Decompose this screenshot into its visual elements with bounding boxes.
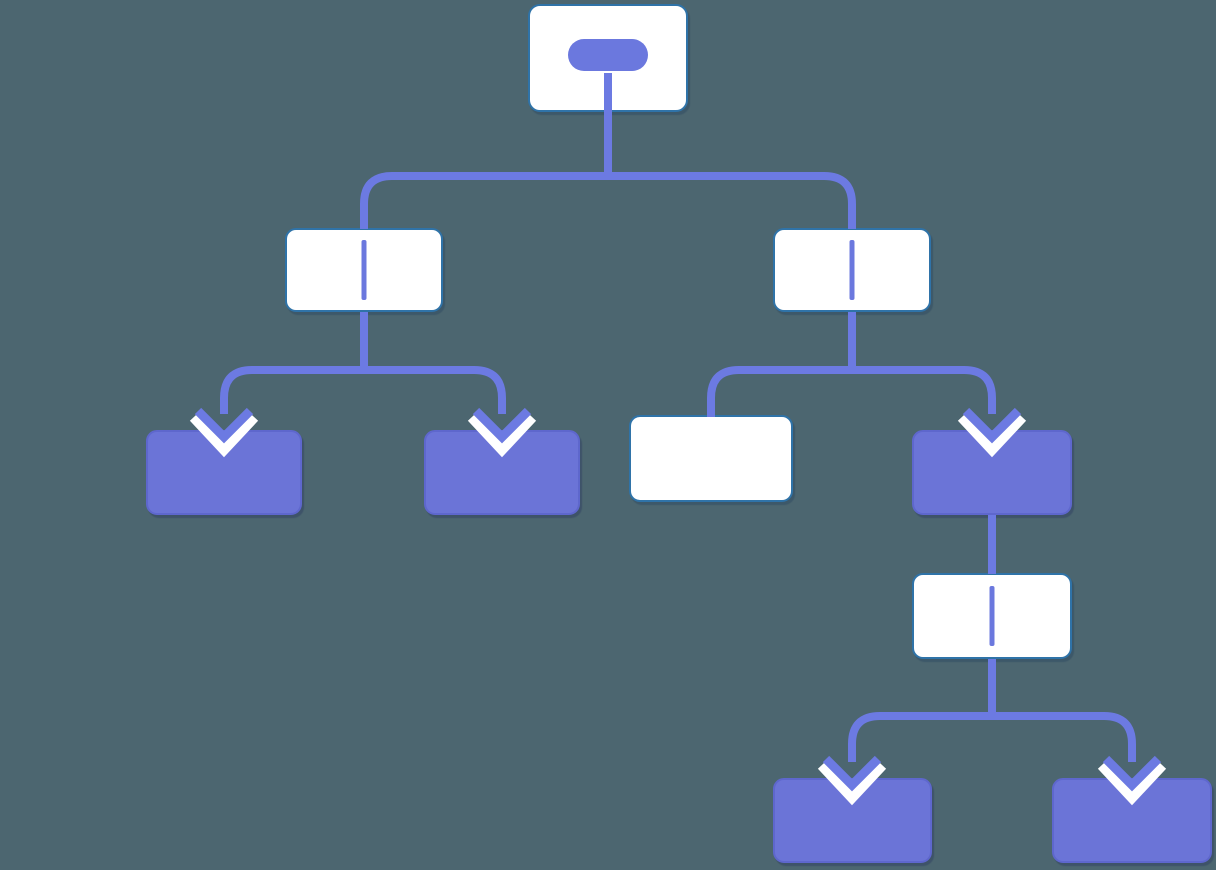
node-branch-right[interactable]: [773, 228, 931, 312]
node-leaf-4[interactable]: [773, 778, 932, 863]
node-branch-lower[interactable]: [912, 573, 1072, 659]
node-plain-card[interactable]: [629, 415, 793, 502]
node-leaf-5[interactable]: [1052, 778, 1212, 863]
node-root[interactable]: [528, 4, 688, 112]
node-leaf-1[interactable]: [146, 430, 302, 515]
divider-bar-icon: [361, 240, 367, 300]
node-leaf-2[interactable]: [424, 430, 580, 515]
node-branch-left[interactable]: [285, 228, 443, 312]
divider-bar-icon: [849, 240, 855, 300]
pill-icon: [568, 39, 648, 71]
node-leaf-3[interactable]: [912, 430, 1072, 515]
divider-bar-icon: [989, 586, 995, 646]
